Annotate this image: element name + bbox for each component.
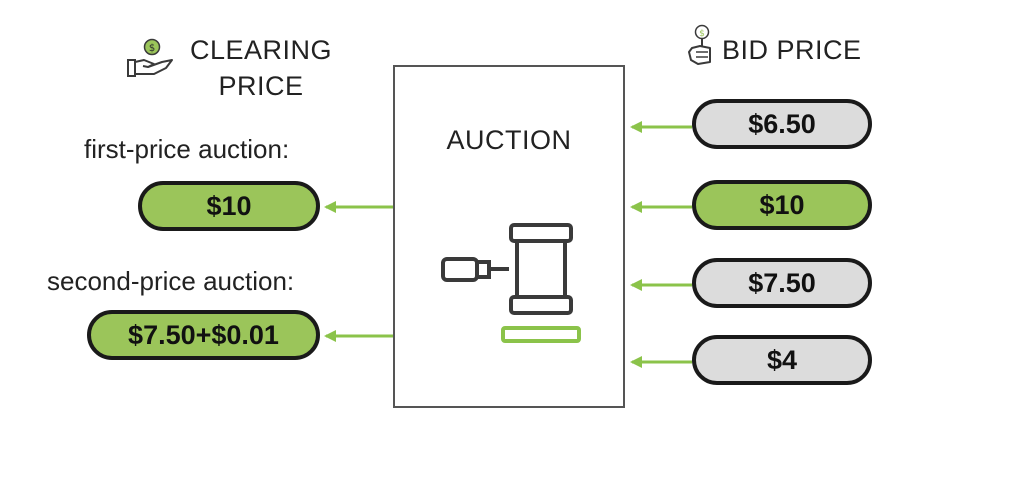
svg-text:$: $ — [149, 43, 155, 54]
svg-text:$: $ — [699, 29, 705, 39]
bid-pill-1: $6.50 — [692, 99, 872, 149]
auction-box: AUCTION — [393, 65, 625, 408]
hand-dollar-icon: $ — [126, 38, 176, 85]
first-price-value: $10 — [138, 181, 320, 231]
second-price-label: second-price auction: — [47, 266, 295, 296]
bid-pill-2-winner: $10 — [692, 180, 872, 230]
bid-price-heading: BID PRICE — [722, 35, 862, 65]
hand-coin-icon: $ — [686, 24, 716, 73]
second-price-value: $7.50+$0.01 — [87, 310, 320, 360]
clearing-heading-line-2: PRICE — [218, 71, 304, 101]
clearing-heading-line-1: CLEARING — [189, 35, 333, 65]
bid-pill-4: $4 — [692, 335, 872, 385]
auction-label: AUCTION — [446, 125, 572, 155]
first-price-label: first-price auction: — [84, 134, 290, 164]
bid-pill-3: $7.50 — [692, 258, 872, 308]
clearing-price-heading: CLEARING PRICE — [176, 32, 346, 104]
gavel-icon — [439, 222, 584, 352]
